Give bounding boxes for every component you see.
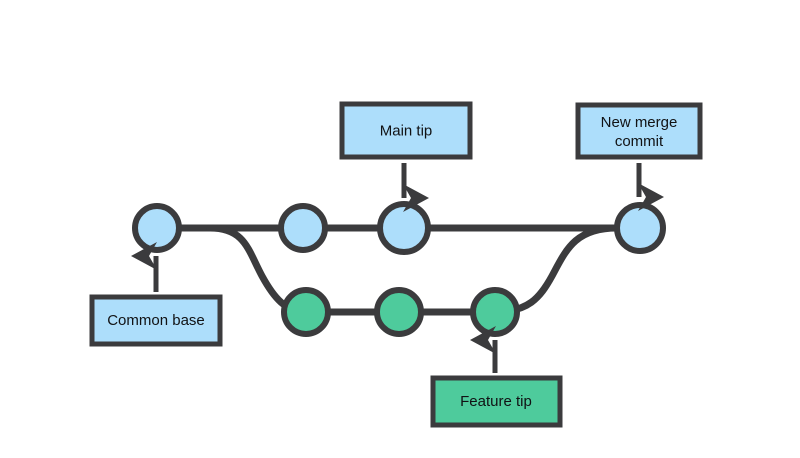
annotation-arrows xyxy=(131,163,664,373)
main-tip-box-rect xyxy=(339,101,473,160)
label-boxes: Main tip New merge commit Common base Fe… xyxy=(89,101,703,428)
commit-node-main-tip[interactable] xyxy=(377,201,431,255)
new-merge-commit-label-line1: New merge xyxy=(601,114,678,131)
main-tip-label: Main tip xyxy=(380,122,433,139)
feature-tip-box-rect xyxy=(430,375,563,428)
label-box-main-tip[interactable]: Main tip xyxy=(339,101,473,160)
commit-node-feature-2[interactable] xyxy=(374,287,424,337)
commit-node-common-base[interactable] xyxy=(132,203,182,253)
new-merge-commit-label-line2: commit xyxy=(615,133,664,150)
commit-node-feature-1[interactable] xyxy=(281,287,331,337)
commit-node-feature-tip[interactable] xyxy=(470,287,520,337)
common-base-box-rect xyxy=(89,294,223,347)
new-merge-commit-box-rect xyxy=(575,102,703,160)
label-box-new-merge-commit[interactable]: New merge commit xyxy=(575,102,703,160)
common-base-label: Common base xyxy=(107,312,205,329)
label-box-feature-tip[interactable]: Feature tip xyxy=(430,375,563,428)
merge-curve xyxy=(491,224,621,316)
label-box-common-base[interactable]: Common base xyxy=(89,294,223,347)
commit-node-merge-commit[interactable] xyxy=(614,202,666,254)
feature-tip-label: Feature tip xyxy=(460,393,532,410)
commit-node-main-1[interactable] xyxy=(278,203,328,253)
